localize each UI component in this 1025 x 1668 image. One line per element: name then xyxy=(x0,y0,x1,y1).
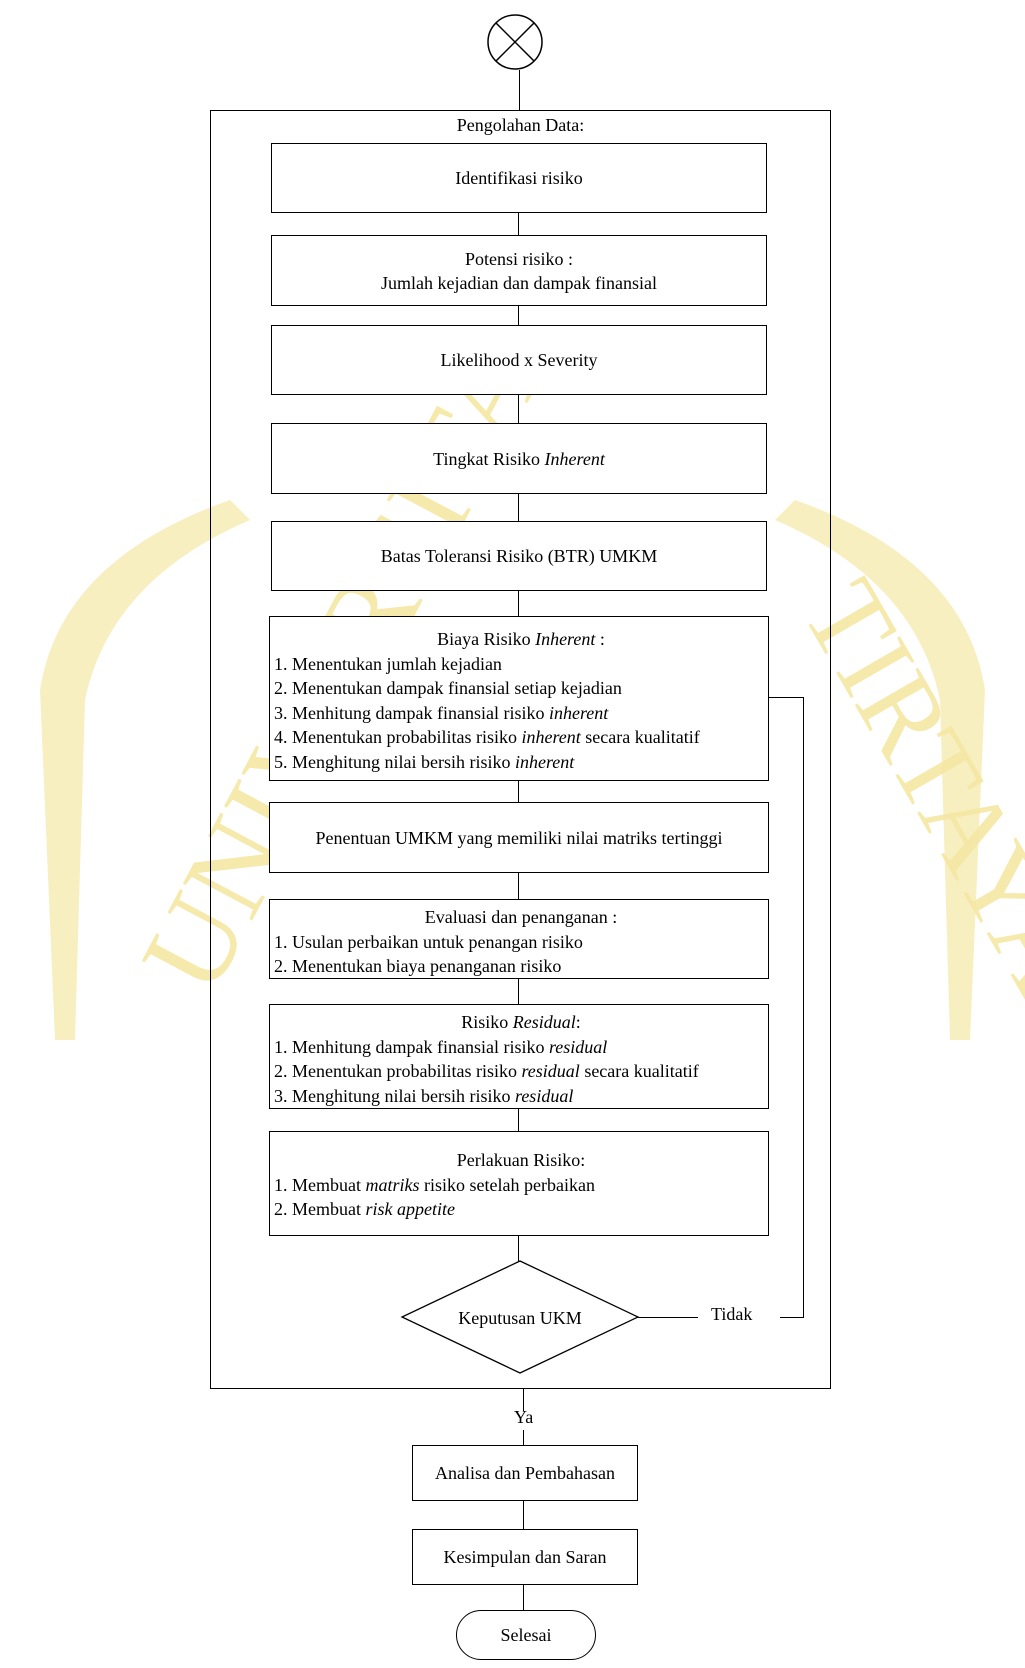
step-heading: Risiko Residual: xyxy=(274,1010,768,1035)
list-item: 3. Menhitung dampak finansial risiko inh… xyxy=(274,701,768,726)
watermark-shield-right xyxy=(775,500,985,1040)
connector-line xyxy=(519,70,521,110)
text-part: secara kualitatif xyxy=(580,727,700,747)
step-evaluasi-penanganan: Evaluasi dan penanganan : 1. Usulan perb… xyxy=(269,899,769,979)
step-tingkat-risiko-inherent: Tingkat Risiko Inherent xyxy=(271,423,767,494)
step-biaya-risiko-inherent: Biaya Risiko Inherent : 1. Menentukan ju… xyxy=(269,616,769,781)
loop-back-line xyxy=(803,697,805,1318)
text-italic: Inherent xyxy=(535,629,596,649)
connector-line xyxy=(518,306,520,325)
decision-diamond xyxy=(400,1260,640,1374)
connector-line xyxy=(518,1109,520,1131)
terminator-selesai: Selesai xyxy=(456,1610,596,1660)
text-part: risiko setelah perbaikan xyxy=(419,1174,595,1195)
connector-line xyxy=(523,1389,525,1411)
step-likelihood-severity: Likelihood x Severity xyxy=(271,325,767,395)
step-kesimpulan-saran: Kesimpulan dan Saran xyxy=(412,1529,638,1585)
text-italic: matriks xyxy=(365,1174,420,1195)
connector-line xyxy=(518,213,520,235)
text-italic: inherent xyxy=(514,751,575,772)
connector-line xyxy=(518,781,520,802)
step-batas-toleransi-risiko: Batas Toleransi Risiko (BTR) UMKM xyxy=(271,521,767,591)
list-item: 2. Menentukan dampak finansial setiap ke… xyxy=(274,678,622,698)
step-perlakuan-risiko: Perlakuan Risiko: 1. Membuat matriks ris… xyxy=(269,1131,769,1236)
connector-line xyxy=(523,1430,525,1445)
text-italic: inherent xyxy=(548,702,609,723)
loop-back-line xyxy=(780,1317,803,1319)
text-part: 1. Membuat xyxy=(274,1174,366,1195)
text-part: 3. Menghitung nilai bersih risiko xyxy=(274,1085,515,1106)
loop-back-line xyxy=(769,697,804,699)
text-part: : xyxy=(595,629,605,649)
list-item: 1. Menentukan jumlah kejadian xyxy=(274,653,502,674)
text-italic: Residual xyxy=(512,1012,576,1032)
process-box-title: Pengolahan Data: xyxy=(456,115,585,135)
list-item: 1. Menhitung dampak finansial risiko res… xyxy=(274,1035,768,1060)
step-label: Potensi risiko : xyxy=(464,248,573,269)
list-item: 3. Menghitung nilai bersih risiko residu… xyxy=(274,1084,768,1109)
text-part: 3. Menhitung dampak finansial risiko xyxy=(274,702,549,723)
step-identifikasi-risiko: Identifikasi risiko xyxy=(271,143,767,213)
step-label: Batas Toleransi Risiko (BTR) UMKM xyxy=(380,546,658,566)
step-label-italic: Inherent xyxy=(544,448,605,469)
connector-line xyxy=(518,873,520,899)
connector-line xyxy=(518,979,520,1004)
connector-line xyxy=(518,591,520,616)
text-part: Biaya Risiko xyxy=(437,629,536,649)
yes-branch-label: Ya xyxy=(514,1407,534,1427)
text-part: 2. Menentukan probabilitas risiko xyxy=(274,1061,522,1081)
text-part: 2. Membuat xyxy=(274,1199,366,1219)
step-label-part: Tingkat Risiko xyxy=(433,448,545,469)
text-italic: inherent xyxy=(521,727,581,747)
step-heading: Evaluasi dan penanganan : xyxy=(424,907,618,927)
decision-label: Keputusan UKM xyxy=(458,1308,582,1328)
connector-line xyxy=(523,1501,525,1529)
text-part: 5. Menghitung nilai bersih risiko xyxy=(274,751,515,772)
connector-line xyxy=(523,1585,525,1610)
text-italic: risk appetite xyxy=(365,1199,455,1219)
step-heading: Perlakuan Risiko: xyxy=(456,1150,586,1170)
step-heading: Biaya Risiko Inherent : xyxy=(274,627,768,652)
text-part: 4. Menentukan probabilitas risiko xyxy=(274,727,522,747)
no-branch-label: Tidak xyxy=(711,1304,753,1324)
step-label: Analisa dan Pembahasan xyxy=(435,1463,615,1483)
list-item: 5. Menghitung nilai bersih risiko inhere… xyxy=(274,750,768,775)
connector-line xyxy=(518,395,520,423)
terminator-label: Selesai xyxy=(500,1625,552,1645)
text-part: Risiko xyxy=(461,1012,513,1032)
text-part: : xyxy=(575,1012,581,1032)
process-box xyxy=(210,110,831,1389)
list-item: 2. Membuat risk appetite xyxy=(274,1197,768,1222)
connector-symbol xyxy=(487,14,543,70)
text-italic: residual xyxy=(514,1085,574,1106)
text-italic: residual xyxy=(548,1036,608,1057)
step-label: Jumlah kejadian dan dampak finansial xyxy=(381,272,657,293)
step-risiko-residual: Risiko Residual: 1. Menhitung dampak fin… xyxy=(269,1004,769,1109)
list-item: 2. Menentukan probabilitas risiko residu… xyxy=(274,1059,768,1084)
list-item: 4. Menentukan probabilitas risiko inhere… xyxy=(274,725,768,750)
connector-line xyxy=(518,1236,520,1261)
watermark-shield-left xyxy=(40,500,250,1040)
text-italic: residual xyxy=(521,1061,580,1081)
step-potensi-risiko: Potensi risiko : Jumlah kejadian dan dam… xyxy=(271,235,767,306)
text-part: 1. Menhitung dampak finansial risiko xyxy=(274,1036,549,1057)
step-penentuan-umkm: Penentuan UMKM yang memiliki nilai matri… xyxy=(269,802,769,873)
step-label: Identifikasi risiko xyxy=(455,168,583,188)
list-item: 1. Usulan perbaikan untuk penangan risik… xyxy=(274,931,583,952)
list-item: 1. Membuat matriks risiko setelah perbai… xyxy=(274,1173,768,1198)
step-analisa-pembahasan: Analisa dan Pembahasan xyxy=(412,1445,638,1501)
step-label: Penentuan UMKM yang memiliki nilai matri… xyxy=(315,827,723,848)
step-label: Tingkat Risiko Inherent xyxy=(433,447,605,471)
list-item: 2. Menentukan biaya penanganan risiko xyxy=(274,956,562,976)
no-branch-line xyxy=(638,1317,698,1319)
step-label: Kesimpulan dan Saran xyxy=(443,1547,607,1567)
step-label: Likelihood x Severity xyxy=(440,350,598,370)
text-part: secara kualitatif xyxy=(579,1061,699,1081)
connector-line xyxy=(518,494,520,521)
